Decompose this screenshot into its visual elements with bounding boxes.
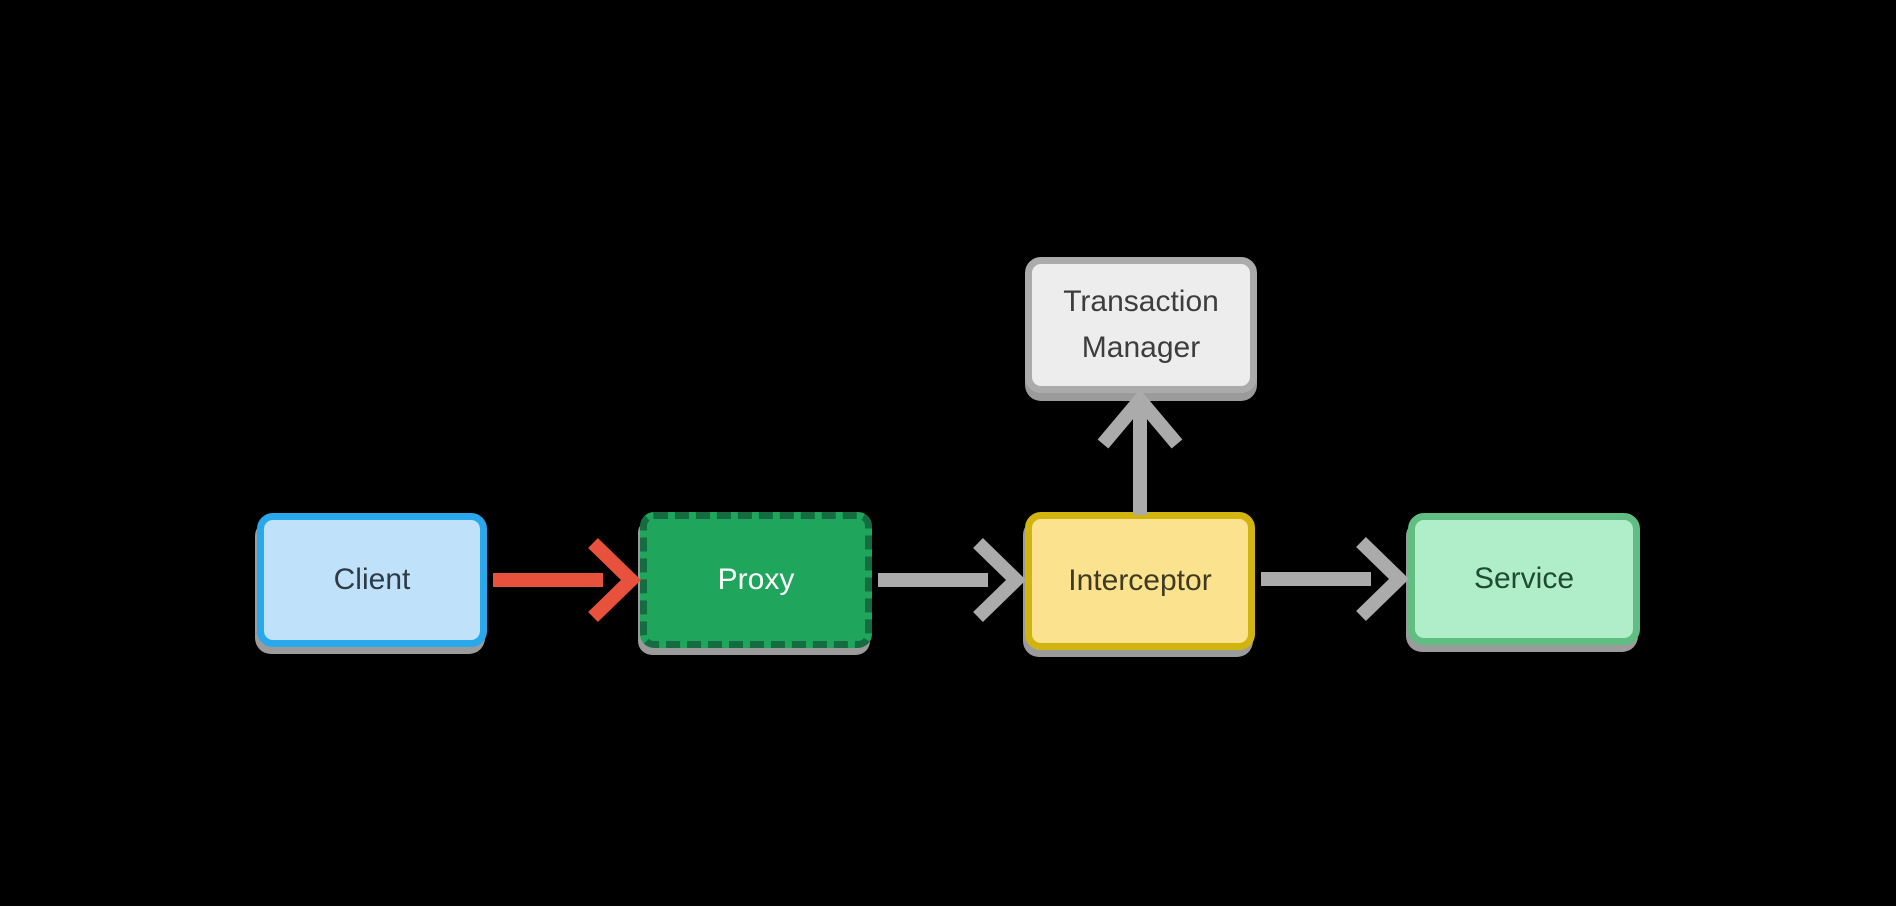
- node-transaction-manager: Transaction Manager: [1025, 257, 1257, 393]
- arrow-interceptor-to-transaction-manager: [1092, 391, 1188, 517]
- right-arrow-icon: [878, 537, 1027, 623]
- arrow-head: [973, 537, 1027, 623]
- arrow-proxy-to-interceptor: [872, 535, 1028, 625]
- arrow-head: [1356, 536, 1410, 622]
- up-arrow-icon: [1097, 391, 1183, 515]
- arrow-head: [1097, 391, 1183, 449]
- right-arrow-icon: [493, 537, 642, 623]
- node-client-label: Client: [333, 562, 411, 596]
- arrow-head: [588, 537, 642, 623]
- node-interceptor-label: Interceptor: [1068, 563, 1212, 597]
- node-service: Service: [1408, 513, 1640, 645]
- node-client: Client: [257, 513, 487, 647]
- node-transaction-manager-label: Transaction Manager: [1063, 284, 1219, 365]
- node-proxy: Proxy: [640, 512, 872, 648]
- arrow-client-to-proxy: [487, 535, 643, 625]
- arrow-interceptor-to-service: [1255, 534, 1411, 624]
- right-arrow-icon: [1261, 536, 1410, 622]
- node-proxy-label: Proxy: [717, 562, 795, 596]
- node-service-label: Service: [1473, 561, 1575, 595]
- node-interceptor: Interceptor: [1025, 512, 1255, 650]
